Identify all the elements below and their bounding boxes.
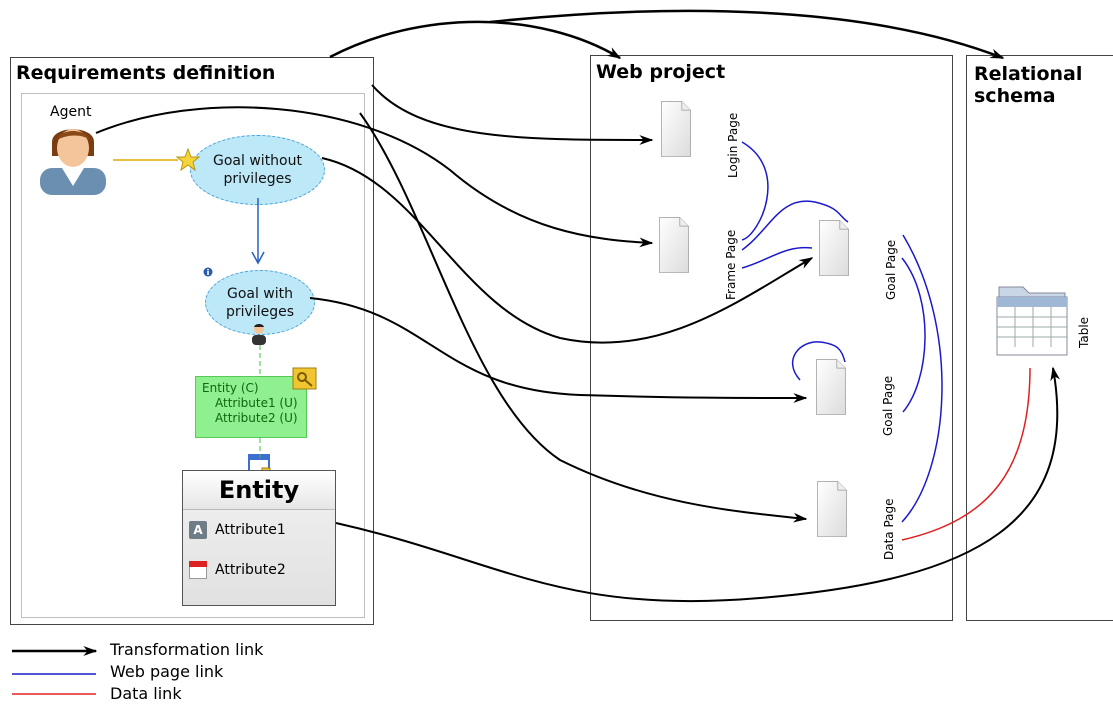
transformation-link-goal-with-to-goal-page <box>309 297 808 403</box>
goal-page-1-icon <box>819 220 849 276</box>
web-link-frame-to-goal-upper <box>741 200 849 251</box>
key-note-icon <box>292 367 317 390</box>
data-page-icon <box>817 481 847 537</box>
goal-page-2-icon <box>816 359 846 415</box>
web-link-goal-self-loop <box>791 341 846 381</box>
goal-with-privileges: Goal with privileges <box>205 270 315 335</box>
condition-line-2: Attribute1 (U) <box>215 396 298 410</box>
transformation-link-to-relational-schema <box>489 9 1005 60</box>
agent-label: Agent <box>50 104 92 120</box>
entity-attribute-row-1: A Attribute1 <box>189 521 286 539</box>
requirements-inner-frame <box>21 93 365 618</box>
data-link-data-page-to-table <box>901 367 1031 541</box>
transformation-link-requirements-to-data-page <box>359 112 808 523</box>
relational-schema-title: Relational schema <box>974 63 1083 107</box>
entity-attribute-2: Attribute2 <box>215 562 286 578</box>
user-small-icon <box>252 324 266 345</box>
condition-line-3: Attribute2 (U) <box>215 411 298 425</box>
requirements-title: Requirements definition <box>16 62 276 84</box>
transformation-link-to-login-page <box>371 84 654 145</box>
condition-line-1: Entity (C) <box>202 381 259 395</box>
goal-without-label: Goal without privileges <box>213 153 302 187</box>
transformation-link-entity-to-table <box>335 366 1061 603</box>
text-attribute-icon: A <box>189 521 207 539</box>
entity-attribute-row-2: Attribute2 <box>189 561 286 579</box>
transformation-link-agent-to-frame-page <box>95 106 654 248</box>
star-icon <box>176 148 200 172</box>
goal-without-privileges: Goal without privileges <box>190 135 325 205</box>
web-project-title: Web project <box>596 61 726 83</box>
transformation-link-to-web-project <box>329 20 622 60</box>
legend-web-label: Web page link <box>110 662 224 681</box>
entity-attribute-1: Attribute1 <box>215 522 286 538</box>
web-link-goal1-to-goal2 <box>901 257 926 413</box>
info-icon <box>203 267 213 277</box>
legend-data-label: Data link <box>110 684 182 703</box>
agent-icon <box>40 129 106 195</box>
legend-transformation-label: Transformation link <box>110 640 264 659</box>
access-condition-box: Entity (C) Attribute1 (U) Attribute2 (U) <box>195 376 307 438</box>
web-link-frame-to-goal-lower <box>741 246 813 269</box>
calendar-attribute-icon <box>189 561 207 579</box>
web-link-goal1-to-data <box>901 234 943 523</box>
web-link-login-to-frame <box>741 141 769 241</box>
goal-refinement-arrowhead <box>251 251 265 265</box>
goal-with-label: Goal with privileges <box>225 285 294 320</box>
table-icon <box>996 286 1068 356</box>
transformation-link-goal-to-goal-page <box>321 157 814 344</box>
entity-title: Entity <box>183 471 335 510</box>
login-page-icon <box>661 101 691 157</box>
entity-box: Entity A Attribute1 Attribute2 <box>182 470 336 606</box>
frame-page-icon <box>659 217 689 273</box>
